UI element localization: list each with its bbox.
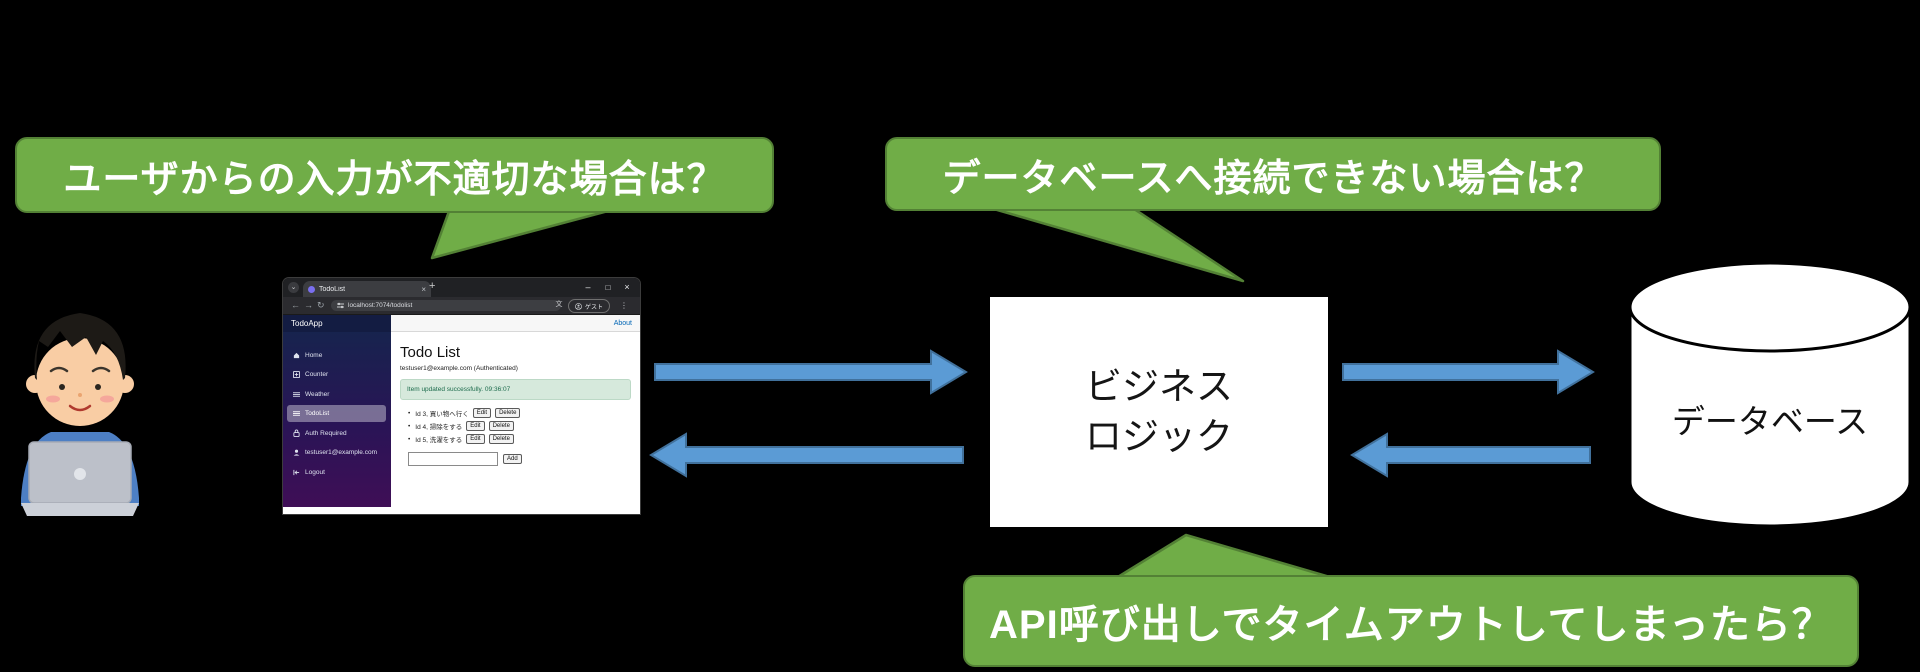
about-link[interactable]: About xyxy=(613,319,632,327)
app-brand: TodoApp xyxy=(283,315,391,332)
sidebar-item-weather[interactable]: Weather xyxy=(287,386,386,403)
laptop-base xyxy=(21,503,139,516)
todo-item: Id 3, 買い物へ行く Edit Delete xyxy=(408,408,640,418)
database-cylinder-icon xyxy=(1628,261,1912,528)
face xyxy=(36,338,124,426)
todo-list: Id 3, 買い物へ行く Edit Delete Id 4, 掃除をする Edi… xyxy=(408,408,640,444)
callout-tail-api xyxy=(1111,533,1342,582)
sidebar-item-user[interactable]: testuser1@example.com xyxy=(287,444,386,461)
callout-tail-db xyxy=(971,201,1245,283)
new-tab-button[interactable]: + xyxy=(429,280,436,292)
browser-window: ⌄ TodoList × + – □ × ← → ↻ localhost:707… xyxy=(283,278,640,514)
site-settings-icon xyxy=(337,302,344,309)
guest-avatar-icon xyxy=(575,302,582,310)
plus-square-icon xyxy=(293,371,300,378)
browser-menu-icon[interactable]: ⋮ xyxy=(620,301,628,310)
app-header: TodoApp About xyxy=(283,315,640,332)
sidebar-item-todolist[interactable]: TodoList xyxy=(287,405,386,422)
edit-button[interactable]: Edit xyxy=(466,421,485,431)
url-text: localhost:7074/todolist xyxy=(348,302,413,309)
success-alert: Item updated successfully. 09:36:07 xyxy=(400,379,631,400)
delete-button[interactable]: Delete xyxy=(488,421,514,431)
window-minimize-button[interactable]: – xyxy=(585,282,591,292)
arrow-logic-to-db xyxy=(1342,349,1595,395)
browser-titlebar: ⌄ TodoList × + – □ × xyxy=(283,278,640,297)
page-title: Todo List xyxy=(400,344,461,361)
app-body: Home Counter Weather TodoList Auth Requi… xyxy=(283,332,640,514)
tab-title: TodoList xyxy=(319,285,346,293)
person-icon xyxy=(293,449,300,456)
business-logic-box: ビジネス ロジック xyxy=(990,297,1328,527)
user-illustration xyxy=(21,313,139,516)
browser-navbar: ← → ↻ localhost:7074/todolist 文 ゲスト xyxy=(283,297,640,315)
window-maximize-button[interactable]: □ xyxy=(605,283,611,292)
callout-user-input: ユーザからの入力が不適切な場合は？ xyxy=(15,137,774,213)
app-topbar: About xyxy=(391,315,640,332)
edit-button[interactable]: Edit xyxy=(472,408,492,418)
tab-search-icon[interactable]: ⌄ xyxy=(288,282,299,293)
home-icon xyxy=(293,352,300,358)
add-todo-row: Add xyxy=(408,452,640,466)
tab-favicon xyxy=(308,285,315,293)
back-icon[interactable]: ← xyxy=(291,300,300,310)
callout-api-timeout: API呼び出しでタイムアウトしてしまったら？ xyxy=(963,575,1859,667)
list-icon xyxy=(293,411,300,416)
arrow-client-to-logic xyxy=(654,349,968,395)
address-bar[interactable]: localhost:7074/todolist xyxy=(331,300,561,311)
sidebar-item-auth-required[interactable]: Auth Required xyxy=(287,425,386,442)
lock-icon xyxy=(293,429,300,437)
delete-button[interactable]: Delete xyxy=(495,408,521,418)
arrow-logic-to-client xyxy=(649,432,964,478)
translate-icon[interactable]: 文 xyxy=(555,301,563,308)
new-todo-input[interactable] xyxy=(408,452,498,466)
logout-icon xyxy=(293,469,300,475)
list-icon xyxy=(293,391,300,397)
add-button[interactable]: Add xyxy=(503,454,522,464)
todo-item: Id 5, 洗濯をする Edit Delete xyxy=(408,434,640,444)
sidebar-item-counter[interactable]: Counter xyxy=(287,366,386,383)
app-sidebar: Home Counter Weather TodoList Auth Requi… xyxy=(283,332,391,507)
guest-label: ゲスト xyxy=(584,304,603,311)
database-shape: データベース xyxy=(1625,260,1915,530)
hair xyxy=(34,313,126,380)
todo-item: Id 4, 掃除をする Edit Delete xyxy=(408,421,640,431)
window-close-button[interactable]: × xyxy=(624,282,630,292)
callout-db-connect: データベースへ接続できない場合は？ xyxy=(885,137,1661,211)
sidebar-item-logout[interactable]: Logout xyxy=(287,464,386,481)
delete-button[interactable]: Delete xyxy=(488,434,514,444)
tab-close-icon[interactable]: × xyxy=(421,284,426,294)
reload-icon[interactable]: ↻ xyxy=(317,300,325,310)
forward-icon[interactable]: → xyxy=(304,300,313,310)
arrow-db-to-logic xyxy=(1350,432,1591,478)
app-content: Todo List testuser1@example.com (Authent… xyxy=(391,332,640,514)
auth-status: testuser1@example.com (Authenticated) xyxy=(400,365,518,372)
database-label: データベース xyxy=(1671,403,1869,440)
browser-tab-todolist[interactable]: TodoList × xyxy=(303,281,431,297)
sidebar-item-home[interactable]: Home xyxy=(287,347,386,364)
profile-button[interactable]: ゲスト xyxy=(568,299,610,313)
edit-button[interactable]: Edit xyxy=(466,434,485,444)
